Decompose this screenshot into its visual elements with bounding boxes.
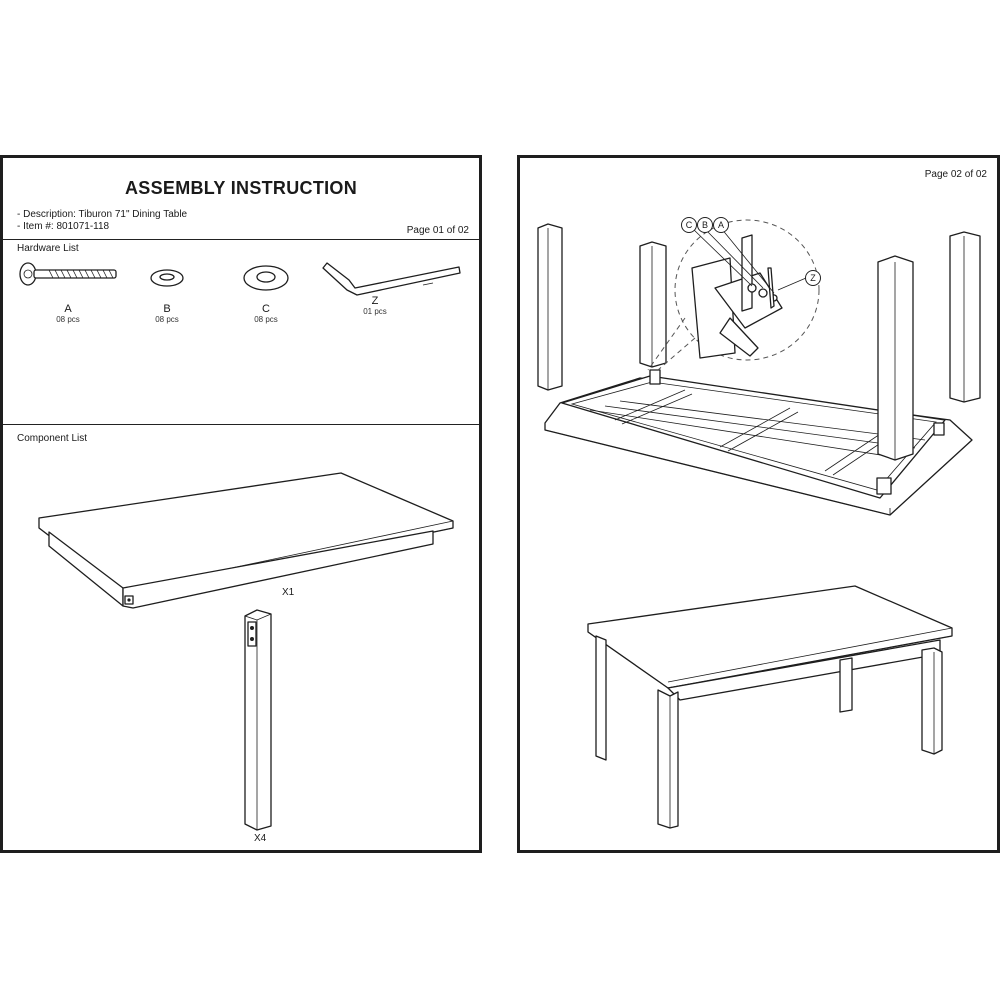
table-top-icon — [38, 472, 454, 609]
page-number: Page 01 of 02 — [406, 225, 469, 236]
hardware-letter: C — [262, 303, 270, 315]
components-heading: Component List — [17, 433, 88, 444]
hardware-qty: 01 pcs — [363, 307, 387, 316]
hardware-item-a: A 08 pcs — [38, 303, 98, 324]
hardware-item-z: Z 01 pcs — [345, 295, 405, 316]
allen-key-icon — [322, 262, 461, 296]
callout-z: Z — [805, 270, 821, 286]
divider — [3, 239, 479, 240]
instruction-page-2: Page 02 of 02 — [517, 155, 1000, 853]
hardware-heading: Hardware List — [17, 243, 79, 254]
leg — [537, 223, 563, 391]
hardware-letter: A — [64, 303, 72, 315]
flat-washer-icon — [243, 265, 289, 291]
component-label-x1: X1 — [282, 587, 295, 598]
instruction-page-1: ASSEMBLY INSTRUCTION - Description: Tibu… — [0, 155, 482, 853]
hardware-qty: 08 pcs — [254, 315, 278, 324]
hardware-letter: Z — [371, 295, 379, 307]
component-label-x4: X4 — [254, 833, 267, 844]
lock-washer-icon — [150, 269, 184, 287]
callout-c: C — [681, 217, 697, 233]
callout-b: B — [697, 217, 713, 233]
page-title: ASSEMBLY INSTRUCTION — [124, 178, 358, 198]
assembled-table-diagram — [587, 585, 953, 829]
divider — [3, 424, 479, 425]
leg-attachment-diagram — [537, 219, 981, 516]
table-leg-icon — [244, 609, 272, 831]
hardware-item-c: C 08 pcs — [236, 303, 296, 324]
page-number: Page 02 of 02 — [924, 169, 987, 180]
hardware-qty: 08 pcs — [56, 315, 80, 324]
hardware-qty: 08 pcs — [155, 315, 179, 324]
hardware-item-b: B 08 pcs — [137, 303, 197, 324]
item-number-text: - Item #: 801071-118 — [17, 221, 110, 232]
hex-bolt-icon — [19, 262, 117, 286]
callout-a: A — [713, 217, 729, 233]
hardware-letter: B — [163, 303, 171, 315]
description-text: - Description: Tiburon 71" Dining Table — [17, 209, 188, 220]
